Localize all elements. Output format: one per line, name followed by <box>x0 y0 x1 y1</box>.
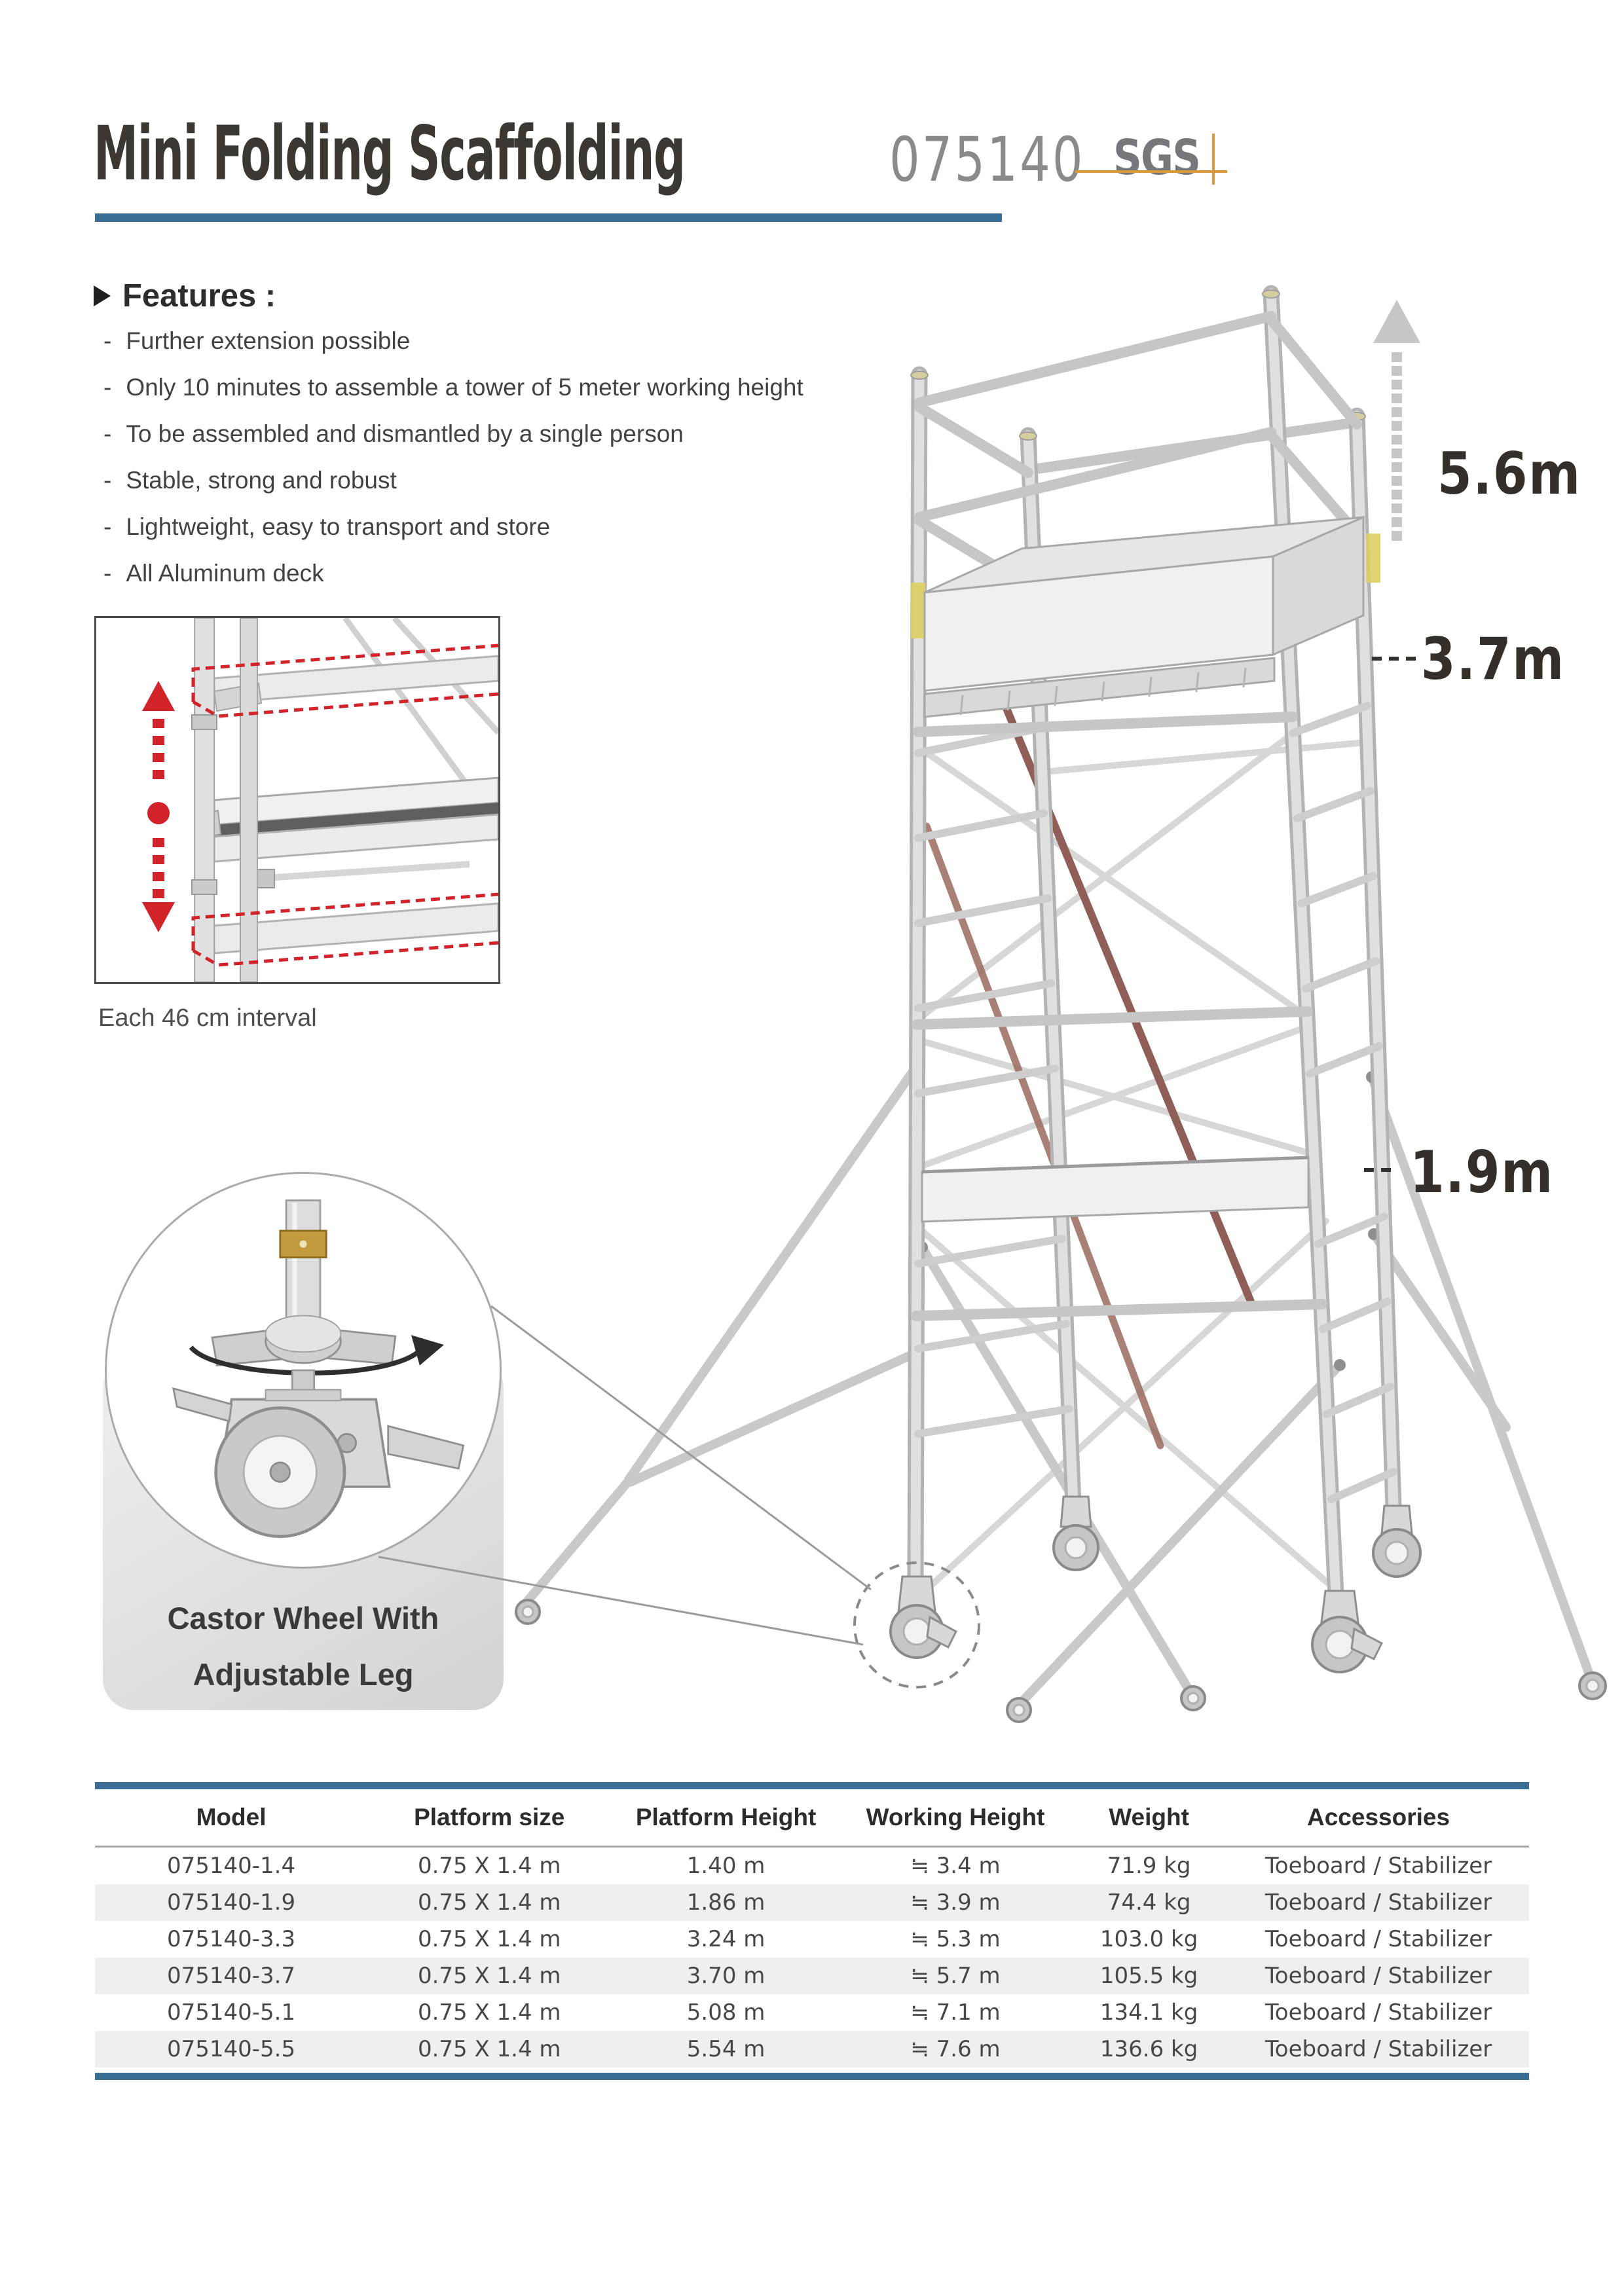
cell-platform-size: 0.75 X 1.4 m <box>417 1889 561 1916</box>
cell-accessories: Toeboard / Stabilizer <box>1264 1889 1492 1916</box>
spec-table: Model Platform size Platform Height Work… <box>95 1782 1529 2080</box>
upper-platform-height-label: 3.7m <box>1421 625 1565 693</box>
cell-model: 075140-1.9 <box>166 1889 296 1916</box>
feature-text: All Aluminum deck <box>126 560 324 587</box>
castor-wheel-illustration <box>172 1199 465 1539</box>
cell-model: 075140-3.7 <box>166 1963 296 1989</box>
cell-working-height: ≒ 3.4 m <box>910 1853 1001 1879</box>
col-header-platform-size: Platform size <box>414 1804 565 1831</box>
cell-platform-size: 0.75 X 1.4 m <box>417 2036 561 2062</box>
cell-accessories: Toeboard / Stabilizer <box>1264 1853 1492 1879</box>
cell-platform-size: 0.75 X 1.4 m <box>417 1963 561 1989</box>
wheel-detail-dashed-circle <box>853 1561 980 1688</box>
col-header-accessories: Accessories <box>1306 1804 1450 1831</box>
tower-guardrails-front <box>914 311 1362 591</box>
cell-weight: 105.5 kg <box>1099 1963 1198 1989</box>
cell-platform-size: 0.75 X 1.4 m <box>417 1853 561 1879</box>
table-row: 075140-3.3 0.75 X 1.4 m 3.24 m ≒ 5.3 m 1… <box>95 1921 1529 1958</box>
cell-accessories: Toeboard / Stabilizer <box>1264 2036 1492 2062</box>
cell-working-height: ≒ 7.1 m <box>910 1999 1001 2026</box>
cell-platform-height: 5.54 m <box>686 2036 766 2062</box>
castor-callout-title-line1: Castor Wheel With <box>167 1601 439 1635</box>
cell-model: 075140-1.4 <box>166 1853 296 1879</box>
cell-model: 075140-3.3 <box>166 1926 296 1952</box>
cell-working-height: ≒ 3.9 m <box>910 1889 1001 1916</box>
castor-detail-circle <box>105 1172 502 1569</box>
feature-text: Further extension possible <box>126 327 411 354</box>
table-row: 075140-1.9 0.75 X 1.4 m 1.86 m ≒ 3.9 m 7… <box>95 1884 1529 1921</box>
page-title: Mini Folding Scaffolding <box>94 110 686 197</box>
cell-model: 075140-5.5 <box>166 2036 296 2062</box>
feature-item: - Further extension possible <box>103 327 411 354</box>
feature-text: Stable, strong and robust <box>126 467 397 494</box>
extension-height-label: 5.6m <box>1437 440 1581 507</box>
tower-stabilizer-legs <box>515 1058 1607 1723</box>
cell-weight: 103.0 kg <box>1099 1926 1198 1952</box>
cell-platform-height: 1.40 m <box>686 1853 766 1879</box>
interval-caption: Each 46 cm interval <box>98 1004 317 1032</box>
cell-weight: 136.6 kg <box>1099 2036 1198 2062</box>
feature-item: - Only 10 minutes to assemble a tower of… <box>103 374 803 401</box>
dimension-leader-dashes <box>1364 657 1417 1172</box>
feature-text: Lightweight, easy to transport and store <box>126 513 551 540</box>
lower-platform <box>921 1156 1310 1223</box>
cell-platform-size: 0.75 X 1.4 m <box>417 1926 561 1952</box>
red-dashed-up-down-arrows-icon <box>142 681 175 932</box>
sgs-logo-horizontal-line <box>1075 170 1227 173</box>
callout-leader-lines <box>378 1305 872 1646</box>
scaffold-tower-illustration <box>515 285 1607 1723</box>
feature-item: - To be assembled and dismantled by a si… <box>103 420 684 447</box>
tower-castor-wheels <box>889 1495 1422 1673</box>
cell-platform-height: 3.24 m <box>686 1926 766 1952</box>
cell-weight: 74.4 kg <box>1107 1889 1191 1916</box>
table-row: 075140-5.5 0.75 X 1.4 m 5.54 m ≒ 7.6 m 1… <box>95 2031 1529 2068</box>
cell-working-height: ≒ 5.3 m <box>910 1926 1001 1952</box>
feature-text: To be assembled and dismantled by a sing… <box>126 420 684 447</box>
castor-callout-title-line2: Adjustable Leg <box>193 1657 414 1692</box>
lower-platform-height-label: 1.9m <box>1410 1139 1554 1206</box>
feature-item: - Lightweight, easy to transport and sto… <box>103 513 551 540</box>
tower-ladder-rungs <box>911 702 1397 1503</box>
cell-platform-height: 5.08 m <box>686 1999 766 2026</box>
sgs-logo: SGS <box>1113 130 1201 186</box>
cell-accessories: Toeboard / Stabilizer <box>1264 1926 1492 1952</box>
cell-accessories: Toeboard / Stabilizer <box>1264 1963 1492 1989</box>
col-header-platform-height: Platform Height <box>635 1804 817 1831</box>
table-header-row: Model Platform size Platform Height Work… <box>95 1789 1529 1848</box>
upper-platform <box>923 515 1365 718</box>
model-number: 075140 <box>889 124 1085 196</box>
col-header-weight: Weight <box>1109 1804 1189 1831</box>
cell-platform-height: 1.86 m <box>686 1889 766 1916</box>
cell-weight: 71.9 kg <box>1107 1853 1191 1879</box>
cell-accessories: Toeboard / Stabilizer <box>1264 1999 1492 2026</box>
cell-platform-size: 0.75 X 1.4 m <box>417 1999 561 2026</box>
col-header-model: Model <box>196 1804 267 1831</box>
table-row: 075140-1.4 0.75 X 1.4 m 1.40 m ≒ 3.4 m 7… <box>95 1848 1529 1884</box>
table-row: 075140-3.7 0.75 X 1.4 m 3.70 m ≒ 5.7 m 1… <box>95 1958 1529 1994</box>
features-list: - Further extension possible - Only 10 m… <box>103 327 803 606</box>
feature-text: Only 10 minutes to assemble a tower of 5… <box>126 374 803 401</box>
cell-working-height: ≒ 5.7 m <box>910 1963 1001 1989</box>
cell-platform-height: 3.70 m <box>686 1963 766 1989</box>
cell-working-height: ≒ 7.6 m <box>910 2036 1001 2062</box>
feature-item: - All Aluminum deck <box>103 560 324 587</box>
table-body: 075140-1.4 0.75 X 1.4 m 1.40 m ≒ 3.4 m 7… <box>95 1848 1529 2068</box>
table-top-rule <box>95 1782 1529 1789</box>
table-row: 075140-5.1 0.75 X 1.4 m 5.08 m ≒ 7.1 m 1… <box>95 1994 1529 2031</box>
table-bottom-rule <box>95 2073 1529 2080</box>
dashed-up-arrow-icon <box>1373 300 1420 541</box>
sgs-logo-vertical-line <box>1212 134 1215 185</box>
platform-interval-illustration <box>142 618 498 982</box>
col-header-working-height: Working Height <box>866 1804 1045 1831</box>
title-underline <box>95 213 1002 222</box>
right-triangle-icon <box>94 285 111 306</box>
feature-item: - Stable, strong and robust <box>103 467 397 494</box>
features-heading-label: Features : <box>122 278 276 314</box>
platform-interval-inset <box>94 616 500 984</box>
cell-weight: 134.1 kg <box>1099 1999 1198 2026</box>
cell-model: 075140-5.1 <box>166 1999 296 2026</box>
features-heading: Features : <box>94 278 276 314</box>
